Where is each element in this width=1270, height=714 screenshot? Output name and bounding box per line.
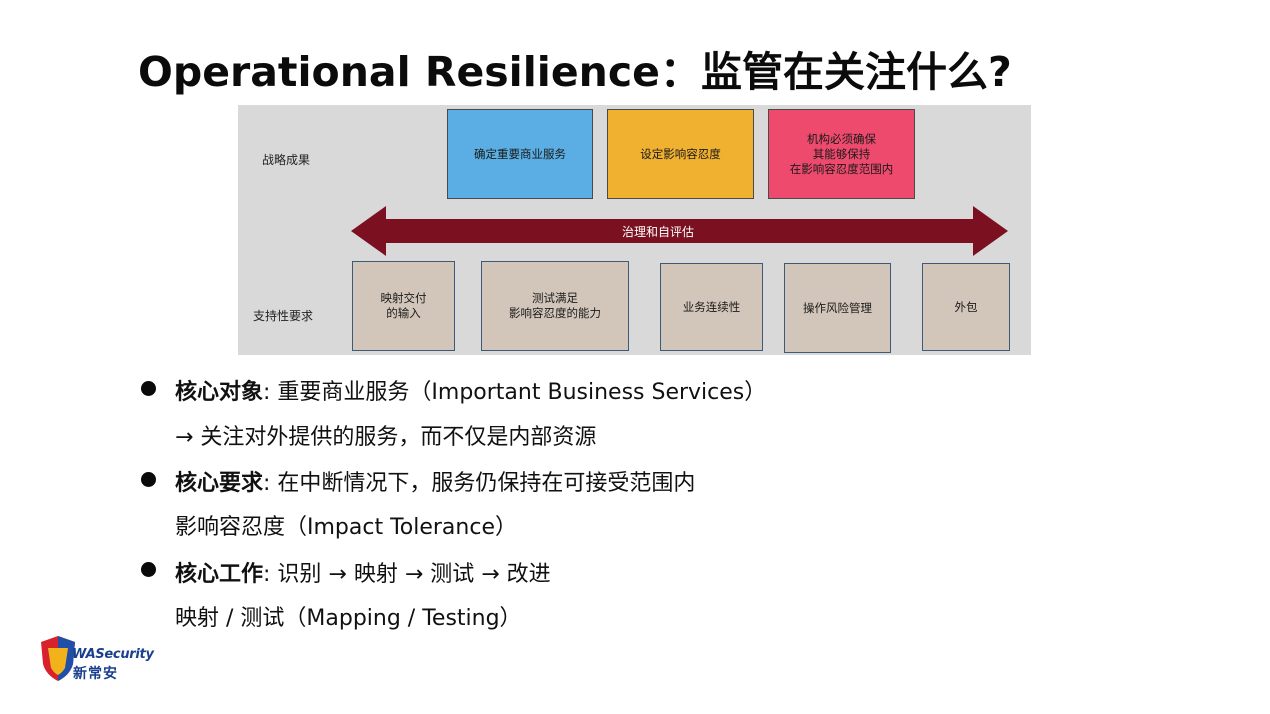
- box-remain-within-tolerance: 机构必须确保 其能够保持 在影响容忍度范围内: [768, 109, 915, 199]
- bullet-dot: [141, 381, 156, 396]
- row-label-strategic-outcomes: 战略成果: [262, 153, 311, 167]
- bullet-head: 核心要求: [175, 471, 264, 496]
- logo-text-wasecurity: WASecurity: [72, 647, 154, 662]
- bullet-sub: 影响容忍度（Impact Tolerance）: [175, 515, 517, 540]
- shield-icon: [41, 636, 75, 681]
- box-mapping-inputs: 映射交付 的输入: [352, 261, 455, 351]
- page-title: Operational Resilience：监管在关注什么?: [138, 48, 1012, 96]
- box-identify-important-services: 确定重要商业服务: [447, 109, 593, 199]
- box-business-continuity: 业务连续性: [660, 263, 763, 351]
- governance-arrow: [351, 206, 1008, 256]
- bullet-text: : 识别 → 映射 → 测试 → 改进: [263, 562, 551, 587]
- box-testing-capability: 测试满足 影响容忍度的能力: [481, 261, 629, 351]
- arrow-label-governance: 治理和自评估: [621, 225, 694, 239]
- regulatory-framework-diagram: 战略成果 支持性要求 确定重要商业服务 设定影响容忍度 机构必须确保 其能够保持…: [238, 105, 1031, 355]
- bullet-text: : 重要商业服务（Important Business Services）: [263, 380, 767, 405]
- bullet-head: 核心工作: [175, 562, 264, 587]
- bullet-dot: [141, 562, 156, 577]
- bullet-text: : 在中断情况下，服务仍保持在可接受范围内: [263, 471, 696, 496]
- box-set-impact-tolerance: 设定影响容忍度: [607, 109, 754, 199]
- bullet-sub: 映射 / 测试（Mapping / Testing）: [175, 606, 522, 631]
- logo-text-chinese: 新常安: [73, 666, 118, 682]
- box-operational-risk-management: 操作风险管理: [784, 263, 891, 353]
- bullet-sub: → 关注对外提供的服务，而不仅是内部资源: [175, 425, 597, 450]
- box-outsourcing: 外包: [922, 263, 1010, 351]
- bullet-head: 核心对象: [175, 380, 264, 405]
- row-label-supporting-requirements: 支持性要求: [253, 309, 314, 323]
- bullet-dot: [141, 472, 156, 487]
- company-logo: WASecurity 新常安: [38, 634, 154, 684]
